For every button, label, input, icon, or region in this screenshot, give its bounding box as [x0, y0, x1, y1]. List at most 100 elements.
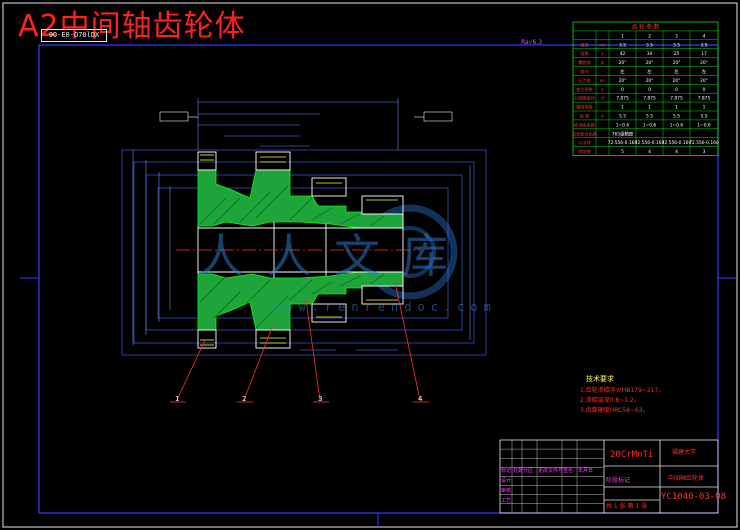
- title-block-column-header: 签名: [563, 468, 574, 474]
- leader-lines: [176, 281, 421, 401]
- balloon-3: 3: [318, 395, 322, 403]
- gear-table-cell: 72.556-0.160: [635, 140, 665, 146]
- title-block-column-header: 更改文件号: [538, 468, 564, 474]
- gear-table-cell: x: [601, 87, 604, 92]
- gear-table-cell: 5.5: [673, 114, 680, 120]
- drawing-number: YC1040-03-08: [661, 492, 727, 502]
- requirement-line: 2.渗碳层深0.8~1.2。: [580, 397, 640, 404]
- gear-table-cell: 20°: [700, 78, 708, 84]
- school-name: 福建大学: [672, 449, 697, 456]
- gear-table-cell: 1: [621, 33, 624, 39]
- gear-table-cell: 20°: [619, 60, 627, 66]
- gear-table-cell: 1: [703, 105, 706, 111]
- roughness-symbol: Ra√6.3: [521, 39, 543, 46]
- gear-table-cell: 1~0.6: [670, 122, 684, 128]
- gear-table-cell: 1~0.6: [697, 122, 711, 128]
- gear-table-cell: 分度圆直径: [574, 95, 595, 102]
- gear-table-cell: 3.5: [619, 42, 626, 48]
- gear-table-cell: 0: [703, 87, 706, 93]
- gear-table-cell: 42: [620, 51, 626, 57]
- gear-table-cell: 20°: [700, 60, 708, 66]
- gear-table-cell: 模数: [580, 41, 589, 48]
- gear-table-cell: 左: [702, 68, 707, 75]
- gear-table-cell: 0: [675, 87, 678, 93]
- gear-table-cell: 72.556-0.160: [608, 140, 638, 146]
- gear-table-cell: 公法线: [578, 139, 591, 146]
- gear-table-cell: 25: [674, 51, 680, 57]
- gear-table-cell: 20°: [646, 60, 654, 66]
- title-block-column-header: 分区: [523, 468, 534, 474]
- requirement-line: 1.齿轮渗碳淬火HB179~217。: [580, 387, 665, 394]
- part-outline: [197, 151, 404, 349]
- gear-table-cell: 左: [647, 68, 652, 75]
- gear-table-cell: 1: [621, 105, 624, 111]
- gear-table-cell: 2: [648, 33, 651, 39]
- gear-table-cell: 3: [675, 33, 678, 39]
- gear-table-cell: 17: [701, 51, 707, 57]
- technical-requirements-title: 技术要求: [586, 375, 614, 383]
- gear-table-cell: 0: [648, 87, 651, 93]
- gear-table-cell: 3.5: [673, 42, 680, 48]
- gear-table-cell: 7.875: [643, 96, 656, 102]
- gear-table-cell: 精度等级: [576, 104, 594, 111]
- balloon-2: 2: [242, 395, 246, 403]
- gear-table-cell: 跨齿数: [578, 148, 591, 155]
- section-hatching: [199, 185, 385, 329]
- gear-table-cell: 7.875: [616, 96, 629, 102]
- part-name: 中间轴齿轮体: [668, 475, 705, 482]
- title-block-column-header: 处数: [513, 468, 524, 474]
- gear-table-cell: 变位系数: [576, 86, 594, 93]
- gear-table-cell: 3.5: [701, 42, 708, 48]
- gear-table-cell: 3: [703, 149, 706, 155]
- gear-table-cell: 5: [621, 149, 624, 155]
- gear-table-frame: [572, 21, 719, 156]
- title-block-column-header: 标记: [501, 468, 512, 474]
- gear-table-cell: d: [601, 96, 604, 101]
- requirement-line: 3.齿面硬度HRC58~63。: [580, 407, 649, 414]
- gear-table-cell: 72.556-0.160: [662, 140, 692, 146]
- gear-table-cell: 765级精度: [612, 130, 634, 137]
- sheet-info: 共 1 张 第 1 张: [606, 503, 648, 510]
- gear-table-cell: 左: [620, 68, 625, 75]
- gear-table-cell: 34: [647, 51, 653, 57]
- gear-table-cell: mn: [599, 42, 606, 47]
- gear-table-cell: 齿数: [580, 50, 589, 57]
- title-block-role: 工艺: [501, 498, 512, 504]
- watermark-url: www.renrendoc.com: [272, 300, 497, 314]
- gear-table-cell: 1: [648, 105, 651, 111]
- gear-table-cell: 20°: [673, 60, 681, 66]
- gear-table-cell: 5.5: [619, 114, 626, 120]
- gear-teeth: [200, 154, 398, 346]
- title-block-rows: [500, 440, 604, 513]
- drawing-title: A2中间轴齿轮体: [18, 9, 246, 44]
- gear-table-cell: 5.5: [701, 114, 708, 120]
- title-block-column-header: 年月日: [578, 468, 594, 474]
- gear-table-cell: 压力角: [578, 77, 591, 84]
- stage-header: 阶段标记: [606, 477, 631, 484]
- watermark-brand: 人人文库: [198, 229, 470, 283]
- technical-requirements: 技术要求 1.齿轮渗碳淬火HB179~217。 2.渗碳层深0.8~1.2。 3…: [580, 374, 698, 416]
- balloon-1: 1: [175, 395, 179, 403]
- gear-table-cell: αn: [600, 78, 606, 83]
- gear-table-cell: 4: [703, 33, 706, 39]
- gear-table-cell: β: [601, 60, 604, 65]
- balloon-4: 4: [418, 395, 423, 403]
- gear-table-cell: 旋向: [580, 68, 588, 75]
- gear-table-cell: 4: [675, 149, 678, 155]
- gear-table-cell: 72.556-0.160: [689, 140, 719, 146]
- gear-table-cell: 齿轮配对齿数: [572, 130, 598, 137]
- gear-table-cell: 齿 宽: [580, 113, 591, 120]
- gear-table-cell: 1~0.6: [643, 122, 657, 128]
- gear-table-cell: 左: [674, 68, 679, 75]
- gear-table-cell: 3.5: [646, 42, 653, 48]
- title-block-role: 设计: [501, 478, 512, 484]
- gear-table-cell: 0: [621, 87, 624, 93]
- dimension-lines: [132, 98, 471, 351]
- gear-table-cell: z: [601, 51, 604, 56]
- gear-table-cell: 7.875: [670, 96, 683, 102]
- gear-table-cell: b: [601, 114, 604, 119]
- gear-table-cell: 20°: [673, 78, 681, 84]
- material: 20CrMnTi: [610, 450, 654, 460]
